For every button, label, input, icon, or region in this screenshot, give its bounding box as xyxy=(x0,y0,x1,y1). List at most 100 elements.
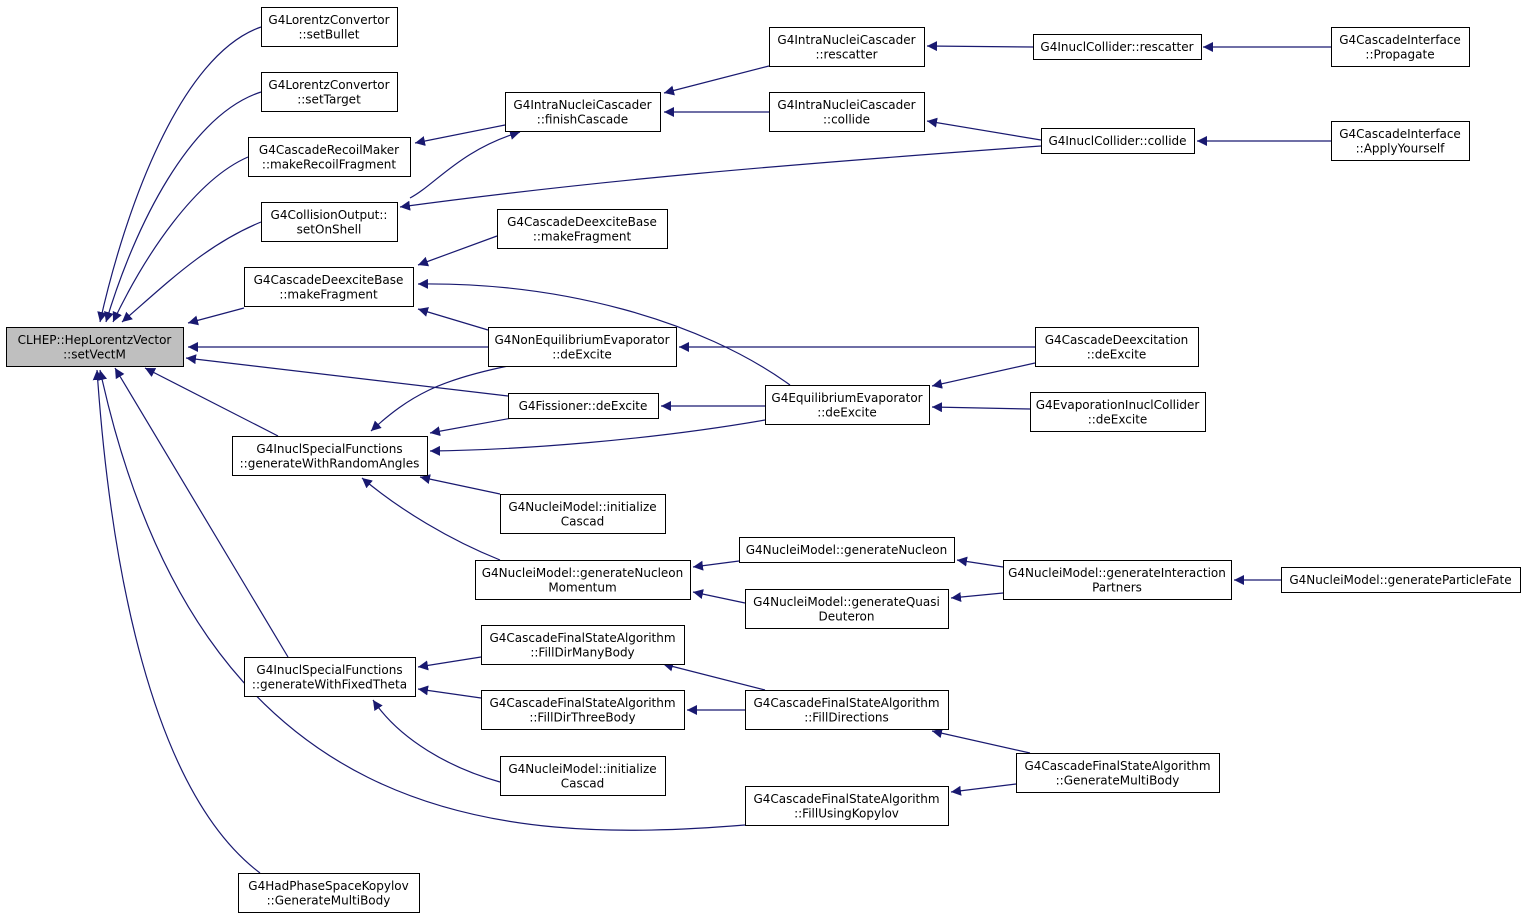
node-box[interactable] xyxy=(745,589,949,629)
node-label: G4InuclCollider::rescatter xyxy=(1040,40,1193,54)
node-fillKopylov[interactable]: G4CascadeFinalStateAlgorithm::FillUsingK… xyxy=(745,786,949,826)
node-finishCascade[interactable]: G4IntraNucleiCascader::finishCascade xyxy=(505,92,661,132)
node-setTarget[interactable]: G4LorentzConvertor::setTarget xyxy=(261,72,398,112)
node-label: G4InuclSpecialFunctions xyxy=(256,442,402,456)
node-box[interactable] xyxy=(500,756,666,796)
node-box[interactable] xyxy=(488,327,677,367)
node-label: ::makeFragment xyxy=(533,229,632,243)
node-box[interactable] xyxy=(505,92,661,132)
edge-rescatter-finish xyxy=(663,65,770,96)
node-box[interactable] xyxy=(238,873,420,913)
node-box[interactable] xyxy=(244,267,414,307)
node-fissioner[interactable]: G4Fissioner::deExcite xyxy=(508,393,659,419)
node-label: ::finishCascade xyxy=(537,112,628,126)
node-box[interactable] xyxy=(248,137,411,177)
node-box[interactable] xyxy=(261,7,398,47)
node-fillMany[interactable]: G4CascadeFinalStateAlgorithm::FillDirMan… xyxy=(481,625,685,665)
edge-genNucMom-random xyxy=(361,477,501,561)
node-genPartners[interactable]: G4NucleiModel::generateInteractionPartne… xyxy=(1003,560,1232,600)
node-label: G4NucleiModel::initialize xyxy=(508,762,656,776)
node-box[interactable] xyxy=(739,537,955,563)
node-box[interactable] xyxy=(1033,34,1202,60)
node-nonEq[interactable]: G4NonEquilibriumEvaporator::deExcite xyxy=(488,327,677,367)
node-collRescatter[interactable]: G4InuclCollider::rescatter xyxy=(1033,34,1202,60)
node-root[interactable]: CLHEP::HepLorentzVector::setVectM xyxy=(6,327,184,367)
node-label: G4CascadeFinalStateAlgorithm xyxy=(1024,759,1210,773)
node-makeFragRight[interactable]: G4CascadeDeexciteBase::makeFragment xyxy=(497,209,668,249)
edge-eq-evapColl xyxy=(931,402,1031,413)
node-box[interactable] xyxy=(1041,128,1195,154)
node-genNucleon[interactable]: G4NucleiModel::generateNucleon xyxy=(739,537,955,563)
node-box[interactable] xyxy=(769,27,925,67)
node-label: ::FillDirections xyxy=(804,710,889,724)
node-box[interactable] xyxy=(475,560,691,600)
edge-setBullet xyxy=(97,26,262,323)
node-box[interactable] xyxy=(508,393,659,419)
node-makeRecoil[interactable]: G4CascadeRecoilMaker::makeRecoilFragment xyxy=(248,137,411,177)
node-label: G4CascadeFinalStateAlgorithm xyxy=(753,696,939,710)
edge-finish-makeRecoil xyxy=(414,124,506,146)
node-box[interactable] xyxy=(1331,27,1470,67)
node-makeFragLeft[interactable]: G4CascadeDeexciteBase::makeFragment xyxy=(244,267,414,307)
node-label: ::setTarget xyxy=(297,92,361,106)
edge-multi-kopylov xyxy=(950,783,1017,796)
node-box[interactable] xyxy=(1016,753,1220,793)
node-box[interactable] xyxy=(1281,567,1521,593)
node-box[interactable] xyxy=(497,209,668,249)
node-label: G4IntraNucleiCascader xyxy=(513,98,651,112)
node-hadPhase[interactable]: G4HadPhaseSpaceKopylov::GenerateMultiBod… xyxy=(238,873,420,913)
edge-quasi-mom xyxy=(692,589,746,604)
node-box[interactable] xyxy=(481,625,685,665)
node-label: G4CascadeDeexciteBase xyxy=(507,215,657,229)
node-label: ::makeFragment xyxy=(279,287,378,301)
node-box[interactable] xyxy=(261,202,398,242)
node-label: G4InuclSpecialFunctions xyxy=(256,663,402,677)
node-box[interactable] xyxy=(1035,327,1199,367)
node-label: ::generateWithRandomAngles xyxy=(240,456,420,470)
node-box[interactable] xyxy=(1030,392,1206,432)
edge-genFixed xyxy=(114,367,289,658)
node-fillDirs[interactable]: G4CascadeFinalStateAlgorithm::FillDirect… xyxy=(745,690,949,730)
node-genMulti[interactable]: G4CascadeFinalStateAlgorithm::GenerateMu… xyxy=(1016,753,1220,793)
node-deexcitation[interactable]: G4CascadeDeexcitation::deExcite xyxy=(1035,327,1199,367)
node-box[interactable] xyxy=(1331,121,1470,161)
node-fillThree[interactable]: G4CascadeFinalStateAlgorithm::FillDirThr… xyxy=(481,690,685,730)
node-box[interactable] xyxy=(745,690,949,730)
node-box[interactable] xyxy=(261,72,398,112)
node-box[interactable] xyxy=(244,657,416,697)
edge-eq-makeFragL xyxy=(417,278,791,386)
node-label: ::deExcite xyxy=(1087,347,1147,361)
edge-initCasc2-fixed xyxy=(372,699,501,783)
node-eqEvap[interactable]: G4EquilibriumEvaporator::deExcite xyxy=(765,385,930,425)
node-applyYourself[interactable]: G4CascadeInterface::ApplyYourself xyxy=(1331,121,1470,161)
node-label: G4NucleiModel::generateParticleFate xyxy=(1289,573,1511,587)
node-box[interactable] xyxy=(481,690,685,730)
node-rescatterCasc[interactable]: G4IntraNucleiCascader::rescatter xyxy=(769,27,925,67)
node-setBullet[interactable]: G4LorentzConvertor::setBullet xyxy=(261,7,398,47)
node-box[interactable] xyxy=(232,436,428,476)
node-box[interactable] xyxy=(1003,560,1232,600)
node-label: ::setVectM xyxy=(63,347,126,361)
node-genRandom[interactable]: G4InuclSpecialFunctions::generateWithRan… xyxy=(232,436,428,476)
node-label: ::FillUsingKopylov xyxy=(794,806,899,820)
edge-fillThree-fixed xyxy=(417,685,482,699)
edge-hadPhase xyxy=(92,369,261,874)
node-collideCasc[interactable]: G4IntraNucleiCascader::collide xyxy=(769,92,925,132)
node-box[interactable] xyxy=(6,327,184,367)
node-genFixed[interactable]: G4InuclSpecialFunctions::generateWithFix… xyxy=(244,657,416,697)
node-propagate[interactable]: G4CascadeInterface::Propagate xyxy=(1331,27,1470,67)
node-box[interactable] xyxy=(765,385,930,425)
node-collCollide[interactable]: G4InuclCollider::collide xyxy=(1041,128,1195,154)
node-setOnShell[interactable]: G4CollisionOutput::setOnShell xyxy=(261,202,398,242)
node-evapColl[interactable]: G4EvaporationInuclCollider::deExcite xyxy=(1030,392,1206,432)
node-genFate[interactable]: G4NucleiModel::generateParticleFate xyxy=(1281,567,1521,593)
node-box[interactable] xyxy=(745,786,949,826)
node-label: G4NucleiModel::initialize xyxy=(508,500,656,514)
node-box[interactable] xyxy=(500,494,666,534)
node-box[interactable] xyxy=(769,92,925,132)
